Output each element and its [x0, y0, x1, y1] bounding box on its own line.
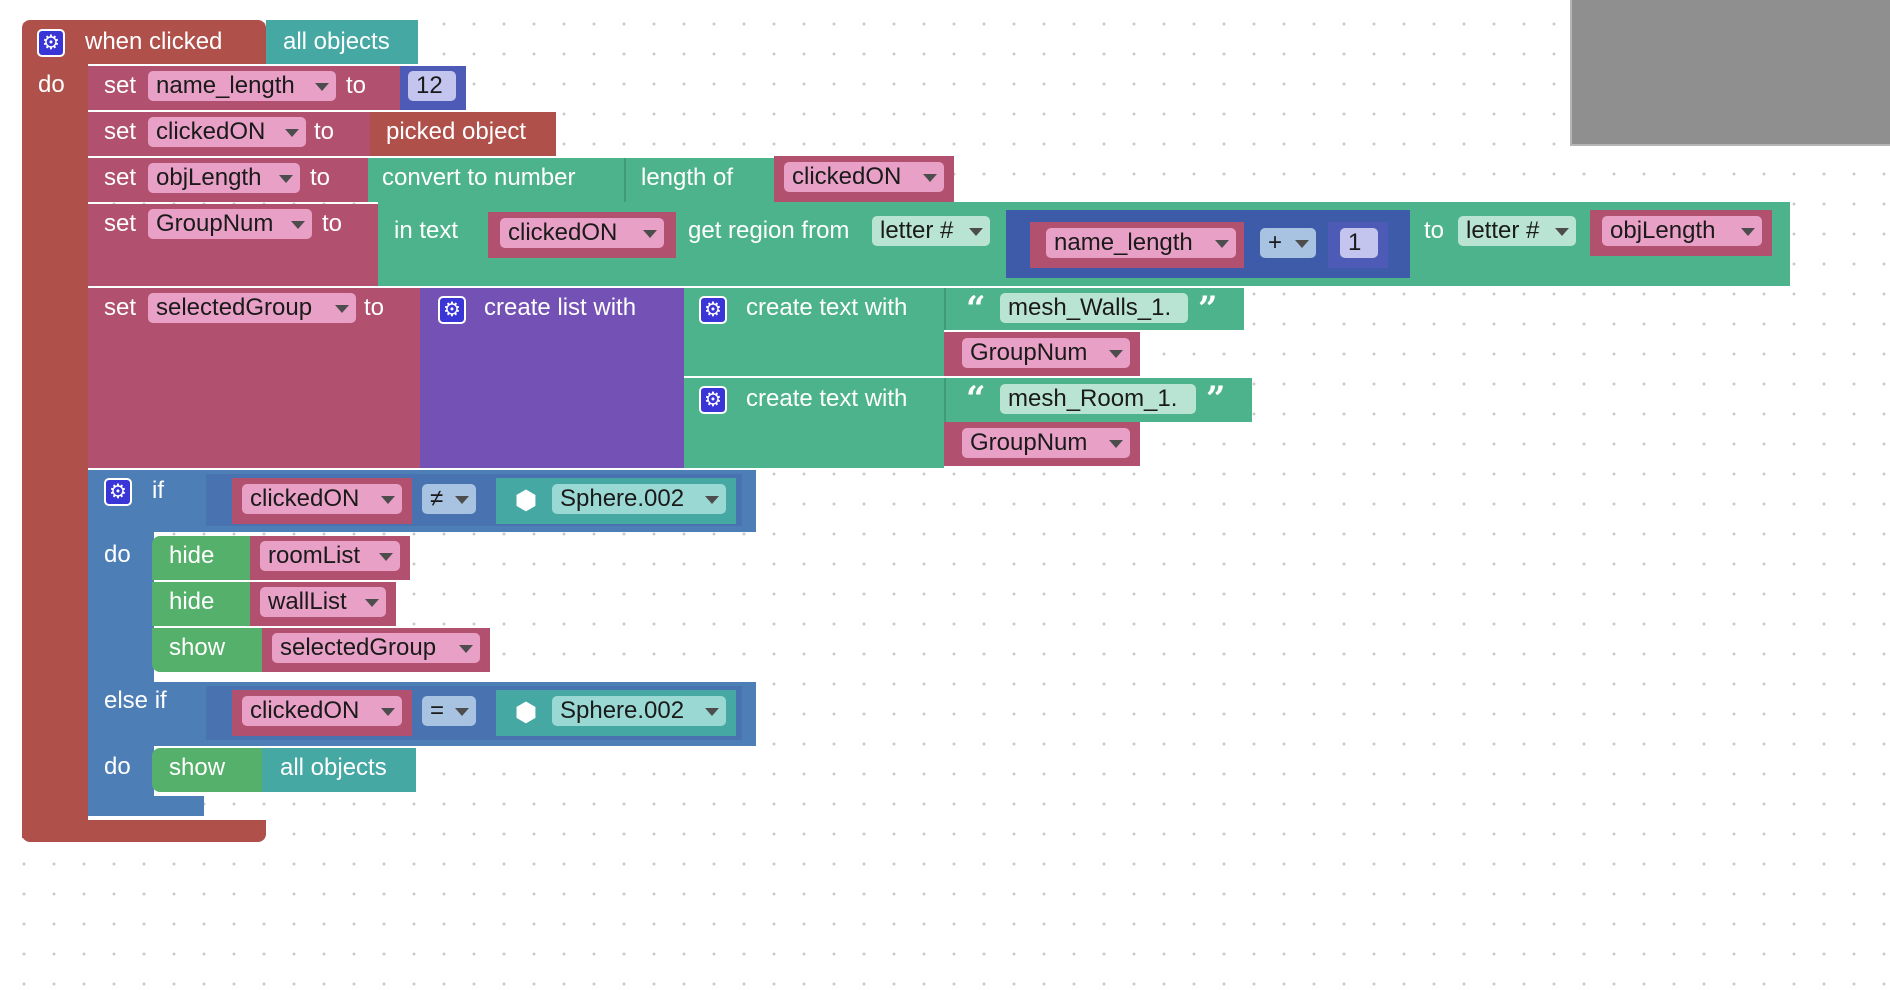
length-of-label: length of: [641, 164, 734, 191]
hide-label: hide: [169, 542, 215, 569]
name-length-dropdown[interactable]: name_length: [148, 71, 336, 101]
do-label: do: [104, 753, 131, 780]
all-objects-block[interactable]: [262, 748, 416, 792]
gear-icon[interactable]: ⚙: [104, 478, 132, 506]
hide-label: hide: [169, 588, 215, 615]
to-label: to: [322, 210, 343, 237]
plus-operator-dropdown[interactable]: +: [1260, 228, 1316, 258]
gear-icon[interactable]: ⚙: [699, 296, 727, 324]
event-do-label: do: [38, 71, 65, 98]
name-length-dropdown[interactable]: name_length: [1046, 228, 1236, 258]
to-label: to: [346, 72, 367, 99]
open-quote: “: [966, 379, 986, 419]
show-label: show: [169, 634, 226, 661]
cube-icon: ⬢: [514, 485, 538, 515]
not-equal-operator-dropdown[interactable]: ≠: [422, 484, 476, 514]
else-if-label: else if: [104, 687, 167, 714]
clickedon-dropdown[interactable]: clickedON: [148, 117, 306, 147]
close-quote: ”: [1206, 379, 1226, 419]
number-field[interactable]: 1: [1340, 228, 1378, 258]
set-label: set: [104, 164, 137, 191]
when-clicked-label: when clicked: [85, 28, 223, 55]
to-label: to: [314, 118, 335, 145]
to-label: to: [1424, 217, 1445, 244]
gear-icon[interactable]: ⚙: [37, 29, 65, 57]
get-region-label: get region from: [688, 217, 850, 244]
clickedon-dropdown[interactable]: clickedON: [242, 484, 402, 514]
convert-to-number-block[interactable]: [368, 158, 624, 202]
show-label: show: [169, 754, 226, 781]
create-list-label: create list with: [484, 294, 637, 321]
selectedgroup-dropdown[interactable]: selectedGroup: [272, 633, 480, 663]
string-field-room[interactable]: mesh_Room_1.: [1000, 384, 1196, 414]
all-objects-label: all objects: [283, 28, 390, 55]
clickedon-dropdown[interactable]: clickedON: [242, 696, 402, 726]
close-quote: ”: [1198, 289, 1218, 329]
when-clicked-block-bottom: [22, 820, 266, 842]
in-text-label: in text: [394, 217, 459, 244]
to-label: to: [364, 294, 385, 321]
create-text-block-walls[interactable]: [684, 288, 944, 376]
objlength-dropdown[interactable]: objLength: [148, 163, 300, 193]
convert-to-number-label: convert to number: [382, 164, 576, 191]
create-text-label: create text with: [746, 385, 908, 412]
length-of-block[interactable]: [624, 158, 774, 202]
clickedon-dropdown[interactable]: clickedON: [784, 162, 944, 192]
sphere-dropdown[interactable]: Sphere.002: [552, 696, 726, 726]
set-label: set: [104, 294, 137, 321]
walllist-dropdown[interactable]: wallList: [260, 587, 386, 617]
open-quote: “: [966, 289, 986, 329]
do-label: do: [104, 541, 131, 568]
set-label: set: [104, 118, 137, 145]
roomlist-dropdown[interactable]: roomList: [260, 541, 400, 571]
gear-icon[interactable]: ⚙: [438, 296, 466, 324]
groupnum-dropdown[interactable]: GroupNum: [962, 338, 1130, 368]
all-objects-block[interactable]: [266, 20, 418, 64]
gear-icon[interactable]: ⚙: [699, 386, 727, 414]
equal-operator-dropdown[interactable]: =: [422, 696, 476, 726]
all-objects-label: all objects: [280, 754, 387, 781]
create-text-label: create text with: [746, 294, 908, 321]
picked-object-block[interactable]: [370, 112, 556, 156]
set-label: set: [104, 210, 137, 237]
if-block-bottom: [88, 796, 204, 816]
objlength-dropdown[interactable]: objLength: [1602, 216, 1762, 246]
selectedgroup-dropdown[interactable]: selectedGroup: [148, 293, 356, 323]
to-label: to: [310, 164, 331, 191]
number-field[interactable]: 12: [408, 71, 456, 101]
letter-number-dropdown[interactable]: letter #: [1458, 216, 1576, 246]
letter-number-dropdown[interactable]: letter #: [872, 216, 990, 246]
sphere-dropdown[interactable]: Sphere.002: [552, 484, 726, 514]
picked-object-label: picked object: [386, 118, 527, 145]
cube-icon: ⬢: [514, 697, 538, 727]
clickedon-dropdown[interactable]: clickedON: [500, 218, 664, 248]
create-text-block-room[interactable]: [684, 378, 944, 468]
groupnum-dropdown[interactable]: GroupNum: [148, 209, 312, 239]
set-label: set: [104, 72, 137, 99]
groupnum-dropdown[interactable]: GroupNum: [962, 428, 1130, 458]
workspace-overlay-panel: [1570, 0, 1890, 146]
string-field-walls[interactable]: mesh_Walls_1.: [1000, 293, 1188, 323]
if-label: if: [152, 477, 164, 504]
